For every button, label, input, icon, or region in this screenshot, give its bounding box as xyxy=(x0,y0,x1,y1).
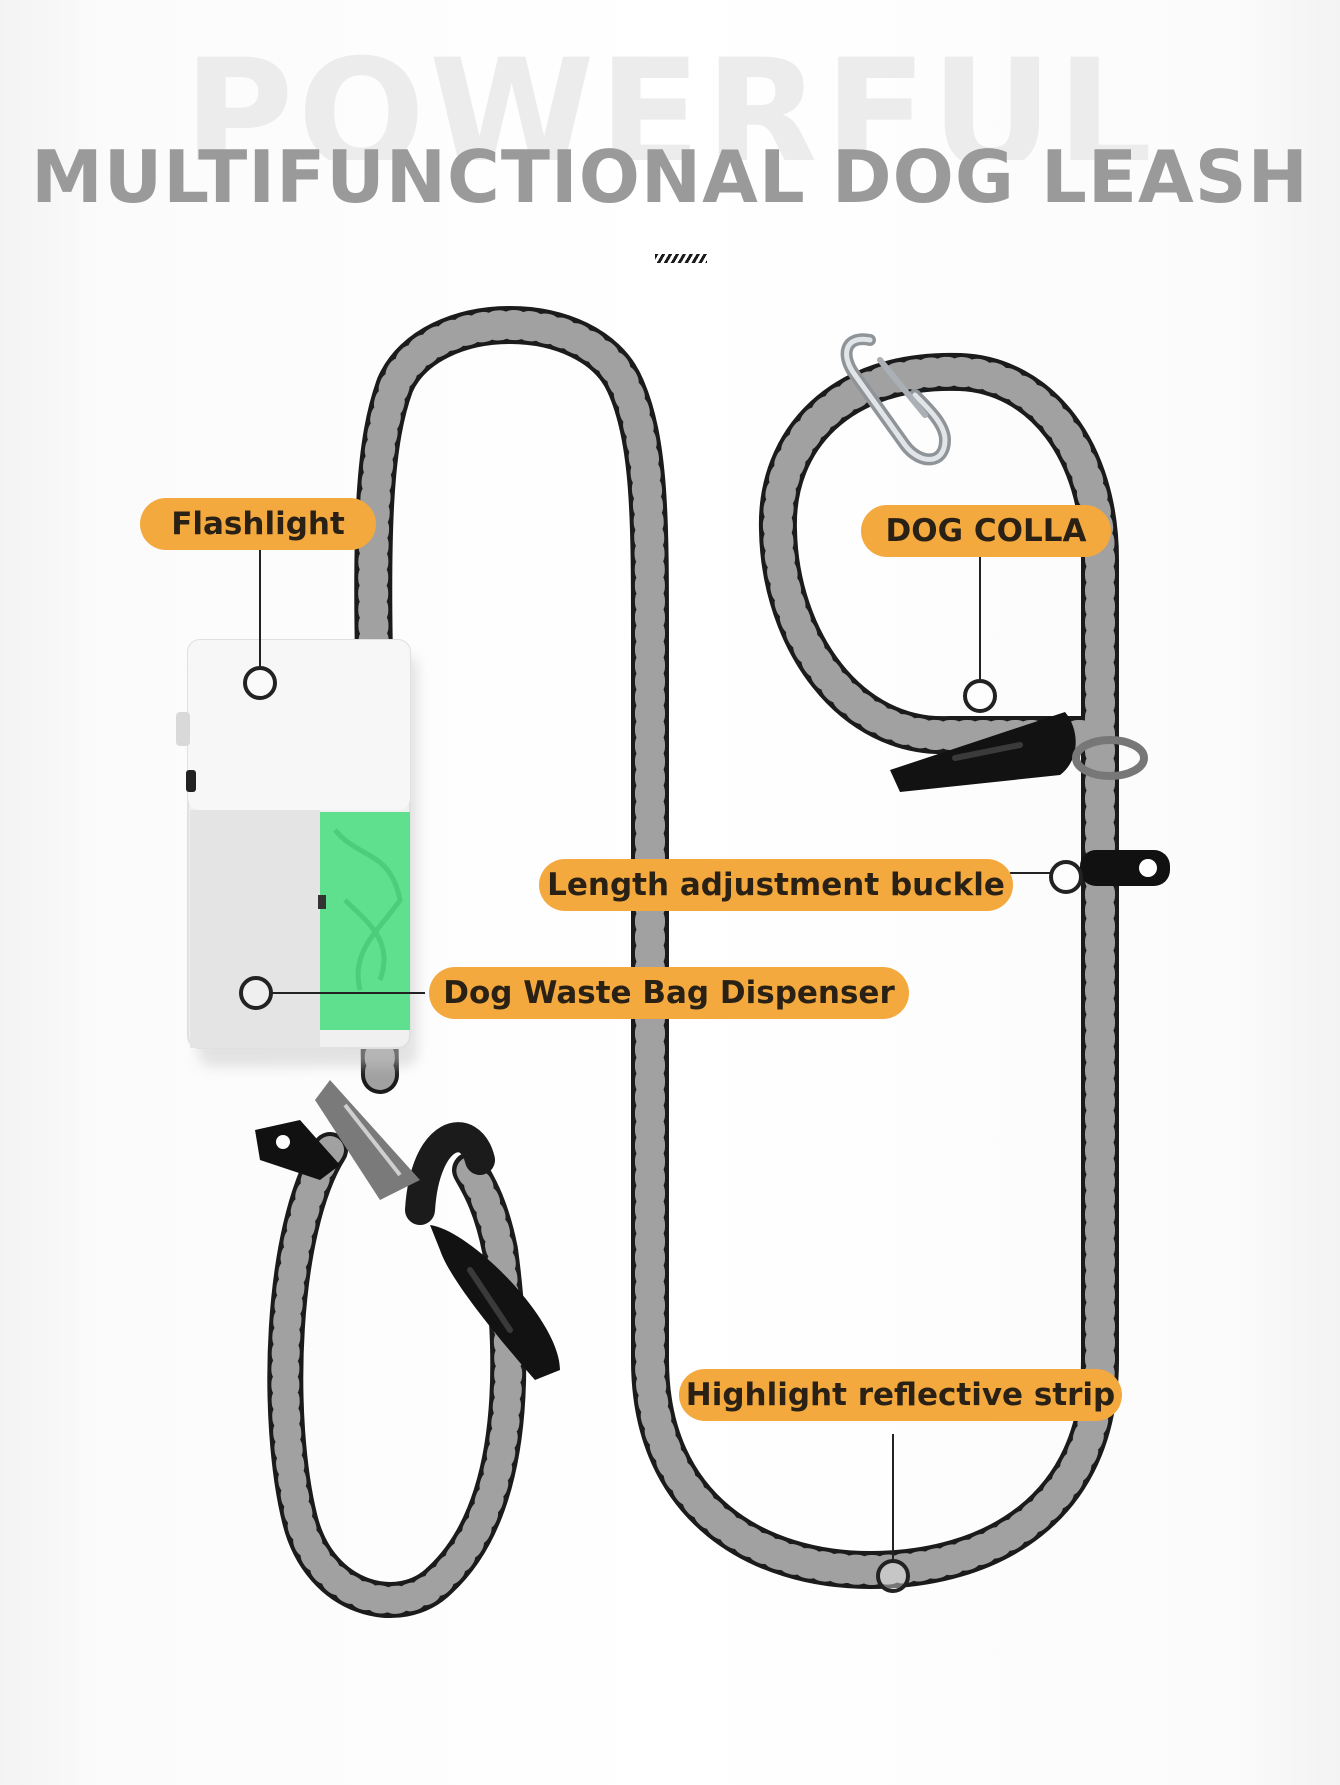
buckle-icon xyxy=(1080,850,1170,886)
dog-collar-label: DOG COLLA xyxy=(861,505,1111,557)
leash-clip-icon xyxy=(255,1080,560,1380)
leash-rope xyxy=(267,306,1119,1618)
background-watermark: POWERFUL xyxy=(183,40,1157,160)
dispenser-icon xyxy=(176,639,418,1067)
length-buckle-label: Length adjustment buckle xyxy=(539,859,1013,911)
page-title: MULTIFUNCTIONAL DOG LEASH xyxy=(31,135,1309,219)
carabiner-icon xyxy=(840,333,952,466)
callout-connectors xyxy=(239,542,1083,1593)
reflective-strip-label: Highlight reflective strip xyxy=(679,1369,1122,1421)
title-divider xyxy=(655,254,707,263)
bag-dispenser-label: Dog Waste Bag Dispenser xyxy=(429,967,909,1019)
flashlight-label: Flashlight xyxy=(140,498,376,550)
collar-stopper xyxy=(890,712,1148,792)
